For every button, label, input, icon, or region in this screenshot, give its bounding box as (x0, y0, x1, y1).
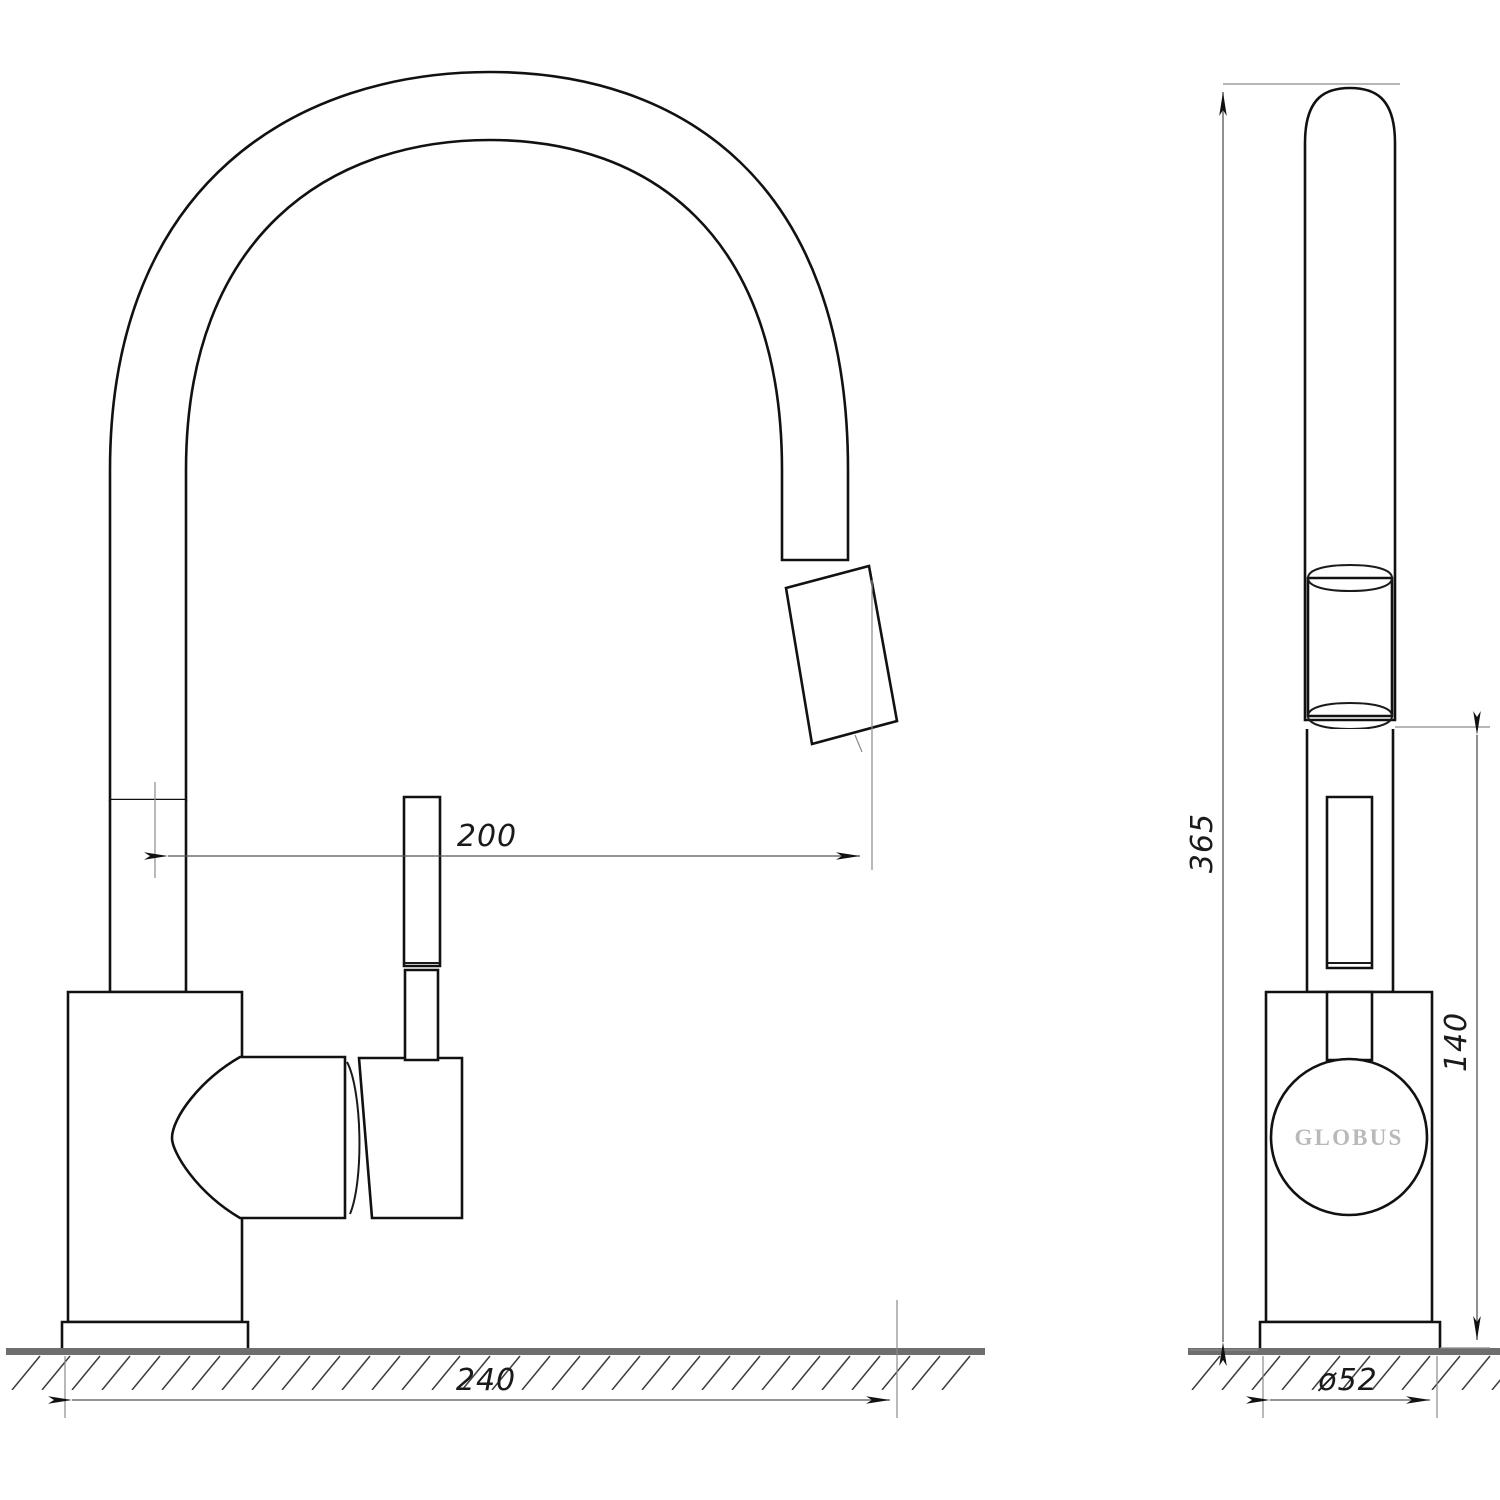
lever-handle-body (357, 1056, 464, 1220)
cartridge-arc-edge (346, 1061, 361, 1215)
dim-label-body-height: 140 (1439, 1012, 1474, 1072)
ground-hatching-front (11, 1355, 971, 1390)
side-aerator-cylinder (1306, 576, 1394, 718)
side-cartridge-circle (1269, 1057, 1429, 1217)
side-lever-stem (1325, 795, 1374, 970)
lever-stem-upper (402, 795, 442, 968)
front-elevation-view: 200 240 (6, 70, 985, 1418)
ground-line-front (6, 1348, 985, 1355)
side-lever-stem-overlap (1325, 990, 1374, 1062)
dim-label-spout-reach: 200 (457, 819, 517, 854)
brand-logo-text: GLOBUS (1294, 1125, 1403, 1150)
faucet-body-block (66, 990, 244, 1324)
side-aerator-bottom-ellipse (1306, 701, 1394, 731)
dim-label-total-height: 365 (1185, 813, 1220, 873)
side-elevation-view: GLOBUS 365 140 ø52 (1185, 83, 1500, 1418)
cartridge-housing (170, 1055, 347, 1220)
spout-aerator-outlet (784, 564, 899, 746)
dim-label-base-diameter: ø52 (1317, 1363, 1378, 1398)
gooseneck-spout-tube (108, 70, 850, 802)
aerator-tick (854, 734, 863, 753)
base-escutcheon-plate (60, 1320, 250, 1354)
dim-label-base-width: 240 (456, 1363, 516, 1398)
lever-stem-lower (403, 968, 440, 1062)
ground-hatching-side (1191, 1355, 1500, 1390)
side-spout-tube (1303, 86, 1397, 722)
side-base-plate (1258, 1320, 1442, 1354)
spout-riser-column (108, 800, 188, 994)
ground-line-side (1188, 1348, 1500, 1355)
side-aerator-top-ellipse (1306, 563, 1394, 593)
